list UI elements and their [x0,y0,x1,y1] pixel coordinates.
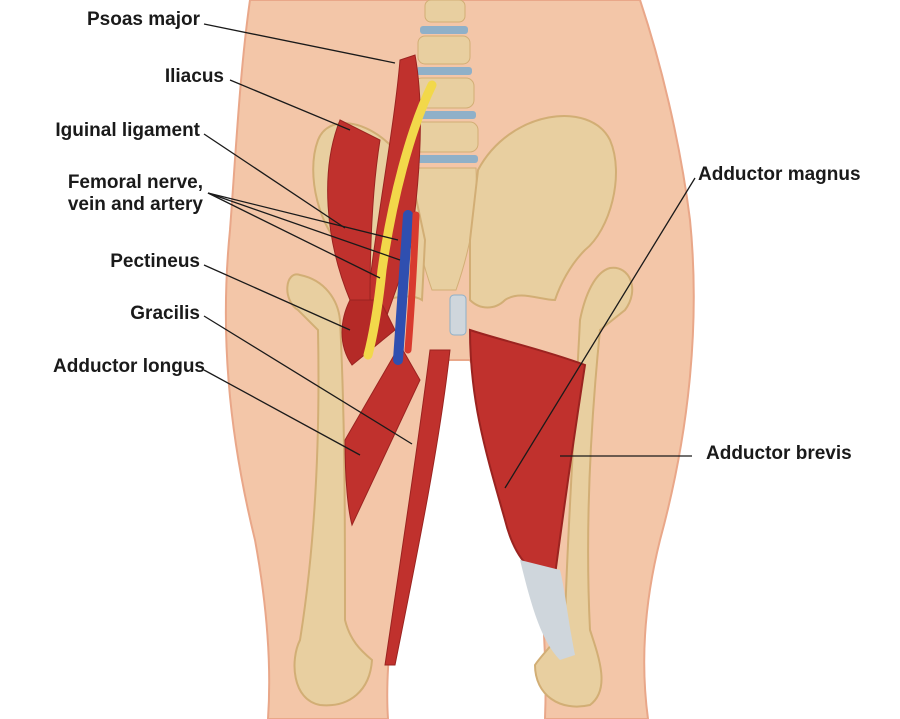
label-adductor-brevis: Adductor brevis [706,443,852,465]
label-femoral-bundle: Femoral nerve, vein and artery [68,172,203,216]
label-inguinal-ligament: Iguinal ligament [55,120,200,142]
label-iliacus: Iliacus [165,66,224,88]
label-pectineus: Pectineus [110,251,200,273]
label-adductor-longus: Adductor longus [53,356,205,378]
label-gracilis: Gracilis [130,303,200,325]
label-adductor-magnus: Adductor magnus [698,164,861,186]
label-psoas-major: Psoas major [87,9,200,31]
